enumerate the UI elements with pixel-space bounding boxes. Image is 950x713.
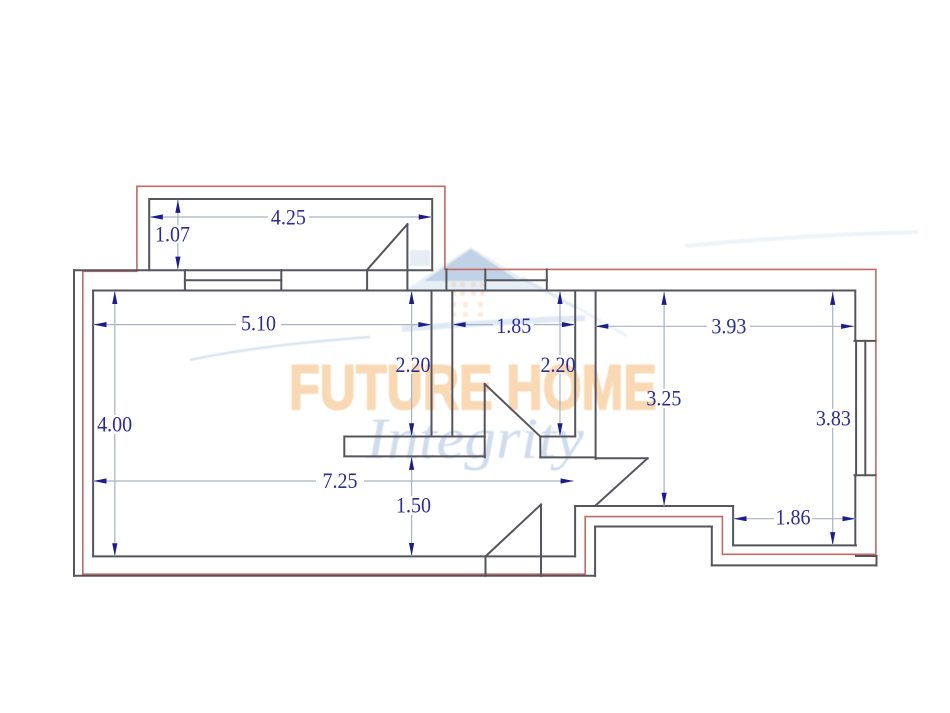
svg-text:Integrity: Integrity (365, 407, 584, 471)
svg-text:1.07: 1.07 (155, 221, 190, 246)
svg-text:5.10: 5.10 (241, 311, 276, 336)
svg-text:3.83: 3.83 (816, 405, 851, 430)
svg-text:3.93: 3.93 (711, 314, 746, 339)
svg-text:1.85: 1.85 (496, 313, 531, 338)
svg-text:2.20: 2.20 (396, 352, 431, 377)
svg-text:4.00: 4.00 (97, 412, 132, 437)
svg-text:1.50: 1.50 (396, 493, 431, 518)
svg-text:4.25: 4.25 (271, 205, 306, 230)
svg-text:1.86: 1.86 (776, 505, 811, 530)
svg-text:2.20: 2.20 (541, 352, 576, 377)
svg-text:3.25: 3.25 (646, 386, 681, 411)
svg-text:7.25: 7.25 (323, 468, 358, 493)
